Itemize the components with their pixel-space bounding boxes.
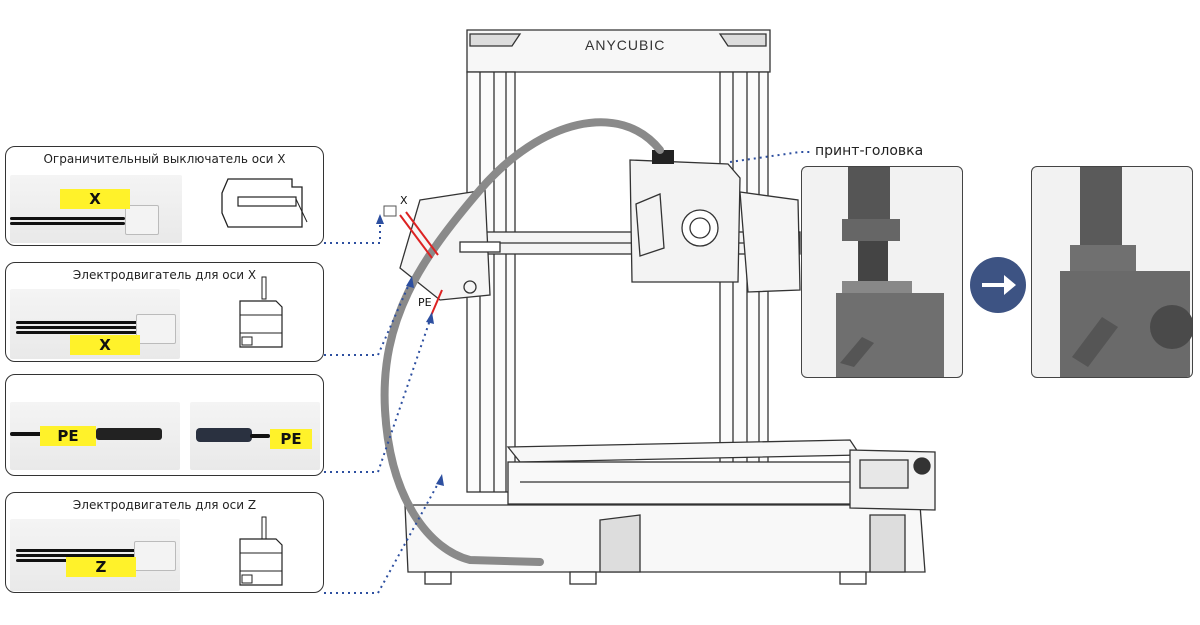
printhead-photo-after (1031, 166, 1193, 378)
pe-cable-photo-right: PE (190, 402, 320, 470)
panel-title: Электродвигатель для оси X (72, 268, 257, 282)
wire-tag: PE (40, 426, 96, 446)
printhead-title: принт-головка (815, 143, 924, 159)
panel-title: Электродвигатель для оси Z (72, 498, 257, 512)
printer-brand: ANYCUBIC (585, 37, 666, 53)
x-motor-cable-photo: X (10, 289, 180, 359)
pe-cable-photo-left: PE (10, 402, 180, 470)
printhead-photo-before (801, 166, 963, 378)
panel-title: Ограничительный выключатель оси X (43, 152, 286, 166)
panel-pe-cable: PE PE (5, 374, 324, 476)
wire-tag: X (60, 189, 130, 209)
arrow-right-icon (970, 257, 1026, 313)
wire-tag: PE (270, 429, 312, 449)
printhead-after-illustration (1060, 167, 1192, 377)
wire-tag: X (70, 335, 140, 355)
printhead-before-illustration (836, 167, 944, 377)
panel-x-motor: Электродвигатель для оси X X (5, 262, 324, 362)
pe-label: PE (418, 296, 432, 309)
x-endstop-label: X (400, 194, 408, 207)
z-motor-cable-photo: Z (10, 519, 180, 591)
endstop-connector-photo: X (10, 175, 182, 243)
wire-tag: Z (66, 557, 136, 577)
